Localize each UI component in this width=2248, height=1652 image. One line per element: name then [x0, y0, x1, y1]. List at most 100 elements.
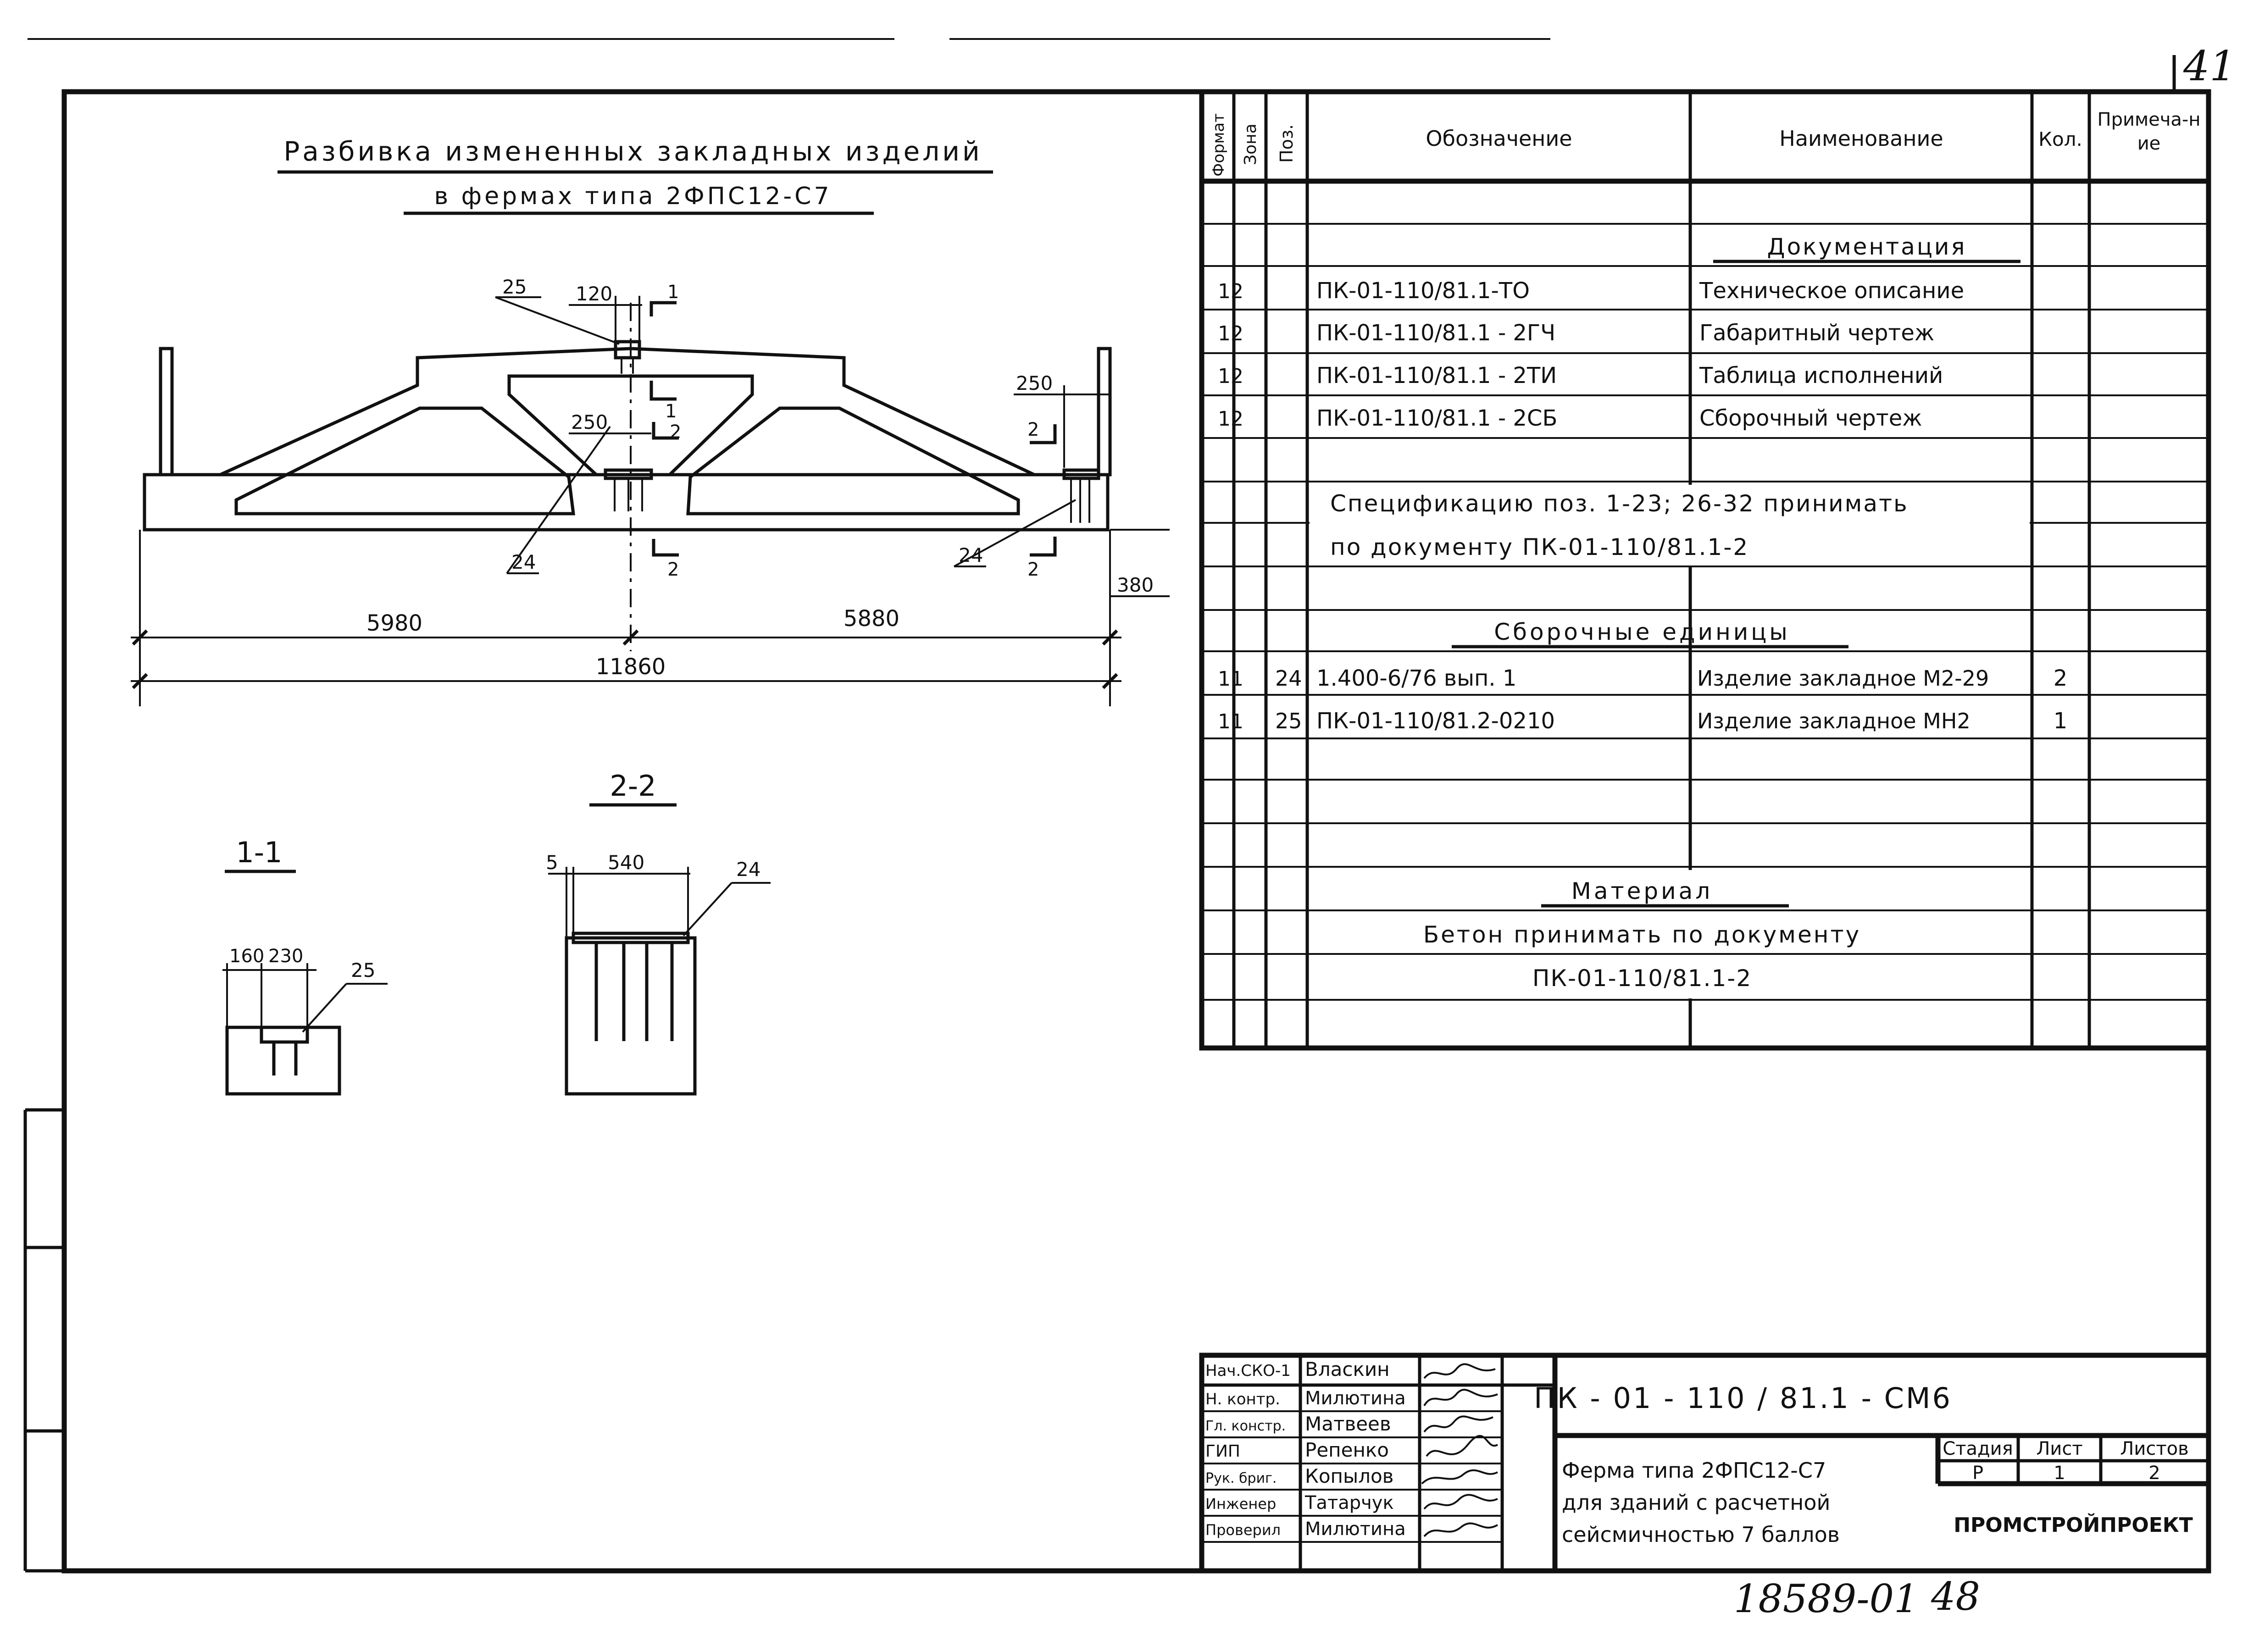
unit-row-1-name: Изделие закладное М2-29 [1697, 666, 1989, 691]
doc-row-4-designation: ПК-01-110/81.1 - 2СБ [1316, 405, 1557, 431]
section-mark-2-center-bottom-label: 2 [667, 559, 679, 580]
stamp-title-line1: Ферма типа 2ФПС12-С7 [1562, 1458, 1826, 1483]
section-1-1-body [225, 1026, 341, 1096]
header-note-wrap: Примеча-ние [2097, 109, 2201, 154]
specification-table: Формат Зона Поз. Обозначение Наименовани… [1199, 89, 2211, 1051]
truss-left-opening [234, 406, 575, 516]
truss-elevation: 25 120 1 1 250 2 2 24 250 2 2 [131, 276, 1170, 706]
header-note: Примеча-ние [2097, 109, 2201, 154]
callout-25-section: 25 [351, 959, 375, 981]
unit-row-1-pos: 24 [1275, 666, 1302, 691]
doc-row-3-designation: ПК-01-110/81.1 - 2ТИ [1316, 363, 1557, 388]
leader-line [506, 426, 611, 574]
leader-line [495, 296, 620, 345]
name-6: Татарчук [1304, 1492, 1394, 1513]
drawing-title-line1: Разбивка измененных закладных изделий [283, 136, 982, 167]
dim-11860: 11860 [596, 654, 666, 680]
sheet-frame [61, 89, 2211, 1574]
section-mark-2-center-top-label: 2 [670, 421, 681, 443]
signature [1421, 1469, 1498, 1485]
role-2: Н. контр. [1205, 1390, 1280, 1408]
archive-number: 18589-01 [1734, 1576, 1919, 1621]
truss-left-post [159, 347, 174, 477]
role-7: Проверил [1205, 1521, 1281, 1539]
material-line1: Бетон принимать по документу [1423, 921, 1861, 948]
unit-row-2-pos: 25 [1275, 709, 1302, 733]
spec-note-mask [1310, 485, 2030, 565]
leader-line [954, 499, 1076, 567]
signature [1423, 1494, 1498, 1510]
dim-5880: 5880 [844, 606, 899, 632]
dim-230: 230 [268, 946, 303, 967]
stage-label: Стадия [1943, 1438, 2013, 1459]
unit-row-1-qty: 2 [2054, 665, 2068, 691]
section-mark-1-bottom [649, 381, 677, 401]
header-format: Формат [1210, 113, 1228, 177]
section-mark-2-right-top-label: 2 [1027, 419, 1039, 440]
section-mark-2-right-bottom [1030, 537, 1057, 557]
embed-25-apex [614, 340, 641, 360]
section-mark-2-center-bottom [652, 539, 679, 557]
sheets-value: 2 [2148, 1463, 2160, 1484]
dim-tick [622, 629, 639, 646]
section-2-2: 2-2 5 540 24 [546, 769, 771, 1096]
header-qty: Кол. [2038, 128, 2082, 150]
doc-row-2-designation: ПК-01-110/81.1 - 2ГЧ [1316, 320, 1555, 346]
section-2-2-body [565, 936, 697, 1096]
unit-row-2-name: Изделие закладное МН2 [1697, 709, 1970, 733]
dim-tick [1102, 673, 1118, 689]
truss-center-opening [507, 374, 754, 477]
leader-line [302, 983, 347, 1033]
spec-note-line1: Спецификацию поз. 1-23; 26-32 принимать [1330, 490, 1909, 517]
dim-540: 540 [608, 851, 644, 874]
material-line2: ПК-01-110/81.1-2 [1532, 965, 1752, 992]
org-name: ПРОМСТРОЙПРОЕКТ [1954, 1513, 2193, 1537]
section-2-2-title: 2-2 [610, 769, 656, 803]
name-4: Репенко [1305, 1439, 1389, 1461]
dim-250-top: 250 [1016, 372, 1053, 394]
sheet-number: 41 [2183, 42, 2236, 90]
callout-24-left: 24 [511, 551, 536, 573]
section-mark-2-center-top [652, 422, 679, 440]
dim-tick [132, 673, 148, 689]
role-4: ГИП [1205, 1442, 1240, 1461]
unit-row-1-designation: 1.400-6/76 вып. 1 [1316, 665, 1516, 691]
section-2-2-embed [572, 931, 690, 944]
doc-row-2-format: 12 [1218, 322, 1243, 345]
title-block: Нач.СКО-1 Власкин Н. контр. Милютина Гл.… [1199, 1353, 2211, 1574]
section-mark-1-bottom-label: 1 [665, 401, 677, 422]
unit-row-2-format: 11 [1218, 710, 1243, 733]
dim-380: 380 [1117, 574, 1154, 596]
dim-5: 5 [546, 851, 558, 874]
name-5: Копылов [1305, 1465, 1393, 1487]
header-name: Наименование [1779, 126, 1943, 151]
signature [1423, 1389, 1498, 1407]
dim-250-mid: 250 [571, 411, 608, 433]
signature [1426, 1435, 1499, 1457]
dim-5980: 5980 [366, 610, 422, 636]
name-7: Милютина [1305, 1519, 1406, 1540]
spec-note-line2: по документу ПК-01-110/81.1-2 [1330, 534, 1749, 560]
section-material: Материал [1571, 878, 1713, 904]
unit-row-2-designation: ПК-01-110/81.2-0210 [1316, 708, 1555, 734]
stage-value: Р [1972, 1463, 1983, 1484]
section-mark-1-top-label: 1 [667, 282, 679, 303]
doc-row-1-designation: ПК-01-110/81.1-ТО [1316, 278, 1530, 304]
role-3: Гл. констр. [1205, 1418, 1286, 1434]
dim-120: 120 [576, 283, 612, 305]
truss-right-opening [686, 406, 1020, 516]
name-2: Милютина [1305, 1388, 1406, 1409]
section-documentation: Документация [1767, 233, 1967, 260]
sheet-label: Лист [2036, 1438, 2082, 1459]
header-pos: Поз. [1277, 124, 1297, 163]
section-1-1-embed [260, 1026, 309, 1044]
signature [1423, 1363, 1496, 1379]
section-mark-1-top [649, 301, 677, 316]
role-6: Инженер [1205, 1495, 1276, 1513]
dim-tick [1102, 629, 1118, 646]
leader-line [683, 882, 733, 937]
doc-row-4-format: 12 [1218, 407, 1243, 431]
section-1-1: 1-1 160 230 25 [222, 836, 388, 1096]
doc-row-4-name: Сборочный чертеж [1699, 405, 1922, 431]
